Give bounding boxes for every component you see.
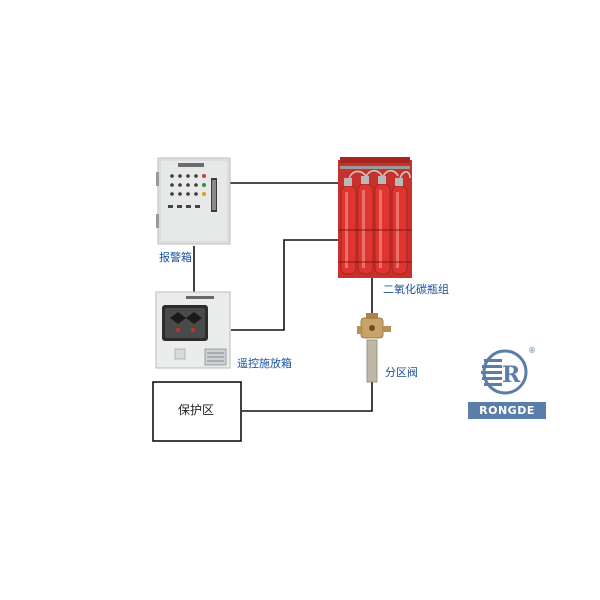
remote-release-box-device	[155, 291, 231, 369]
remote-release-box-label: 遥控施放箱	[237, 357, 292, 370]
zone-valve-device	[357, 313, 391, 383]
logo-wordmark: RONGDE	[468, 402, 546, 419]
line-remote-to-cylinders	[231, 239, 338, 331]
alarm-box-device	[156, 157, 231, 245]
registered-mark: ®	[528, 346, 536, 355]
line-valve-to-zone	[242, 382, 373, 412]
cylinder-group-label: 二氧化碳瓶组	[383, 283, 449, 296]
co2-cylinder-group-device	[338, 157, 412, 278]
zone-valve-label: 分区阀	[385, 366, 418, 379]
svg-text:R: R	[502, 362, 521, 388]
alarm-box-label: 报警箱	[159, 251, 192, 264]
protected-zone-box	[152, 381, 242, 442]
protected-zone-label: 保护区	[178, 403, 215, 417]
connection-lines	[193, 182, 373, 412]
rongde-logo-emblem: R	[481, 349, 528, 395]
